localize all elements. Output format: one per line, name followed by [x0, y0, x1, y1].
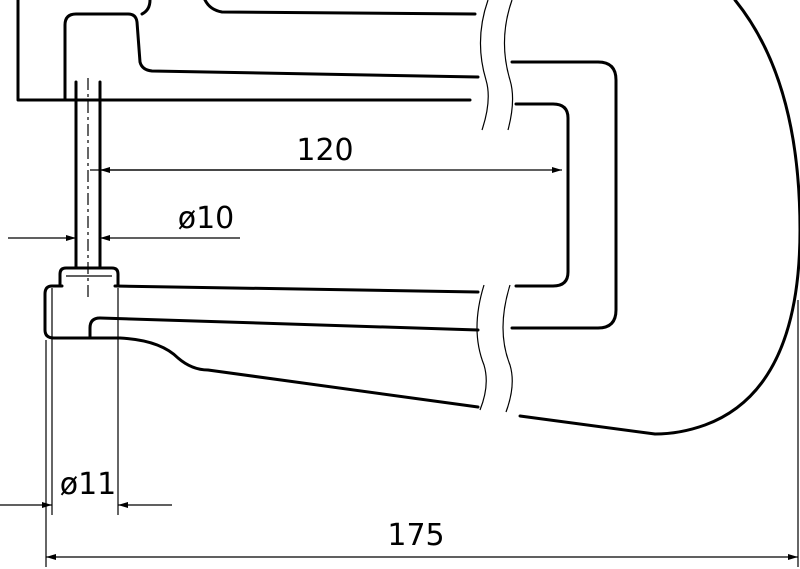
lower-jaw-face [43, 284, 480, 409]
spindle-collar [58, 266, 120, 288]
lower-jaw [113, 284, 480, 294]
break-line-right-lower [502, 284, 513, 413]
dimension-anvil-diameter: ø11 [0, 288, 172, 515]
dimension-measuring-length: 120 [90, 133, 562, 173]
dimension-label-11: ø11 [60, 467, 117, 502]
dimension-label-175: 175 [387, 518, 444, 553]
dimension-label-10: ø10 [178, 201, 235, 236]
dimension-label-120: 120 [296, 133, 353, 168]
break-line-left [479, 0, 489, 131]
lower-jaw-groove [98, 316, 480, 332]
break-line-right [503, 0, 514, 131]
lower-jaw-inner [88, 316, 102, 340]
dimension-overall-length: 175 [45, 300, 799, 567]
bow-outer-arc [518, 0, 800, 436]
frame-left-block [16, 0, 82, 102]
bow-outer [510, 60, 618, 330]
frame-outline [16, 0, 800, 436]
dimension-spindle-diameter: ø10 [8, 201, 240, 241]
break-line-left-lower [476, 284, 487, 411]
upper-jaw-top-edge [203, 0, 477, 16]
upper-jaw-top-notch [140, 0, 152, 16]
upper-jaw [63, 12, 480, 102]
spindle [58, 78, 120, 300]
bow-inner [514, 102, 570, 288]
